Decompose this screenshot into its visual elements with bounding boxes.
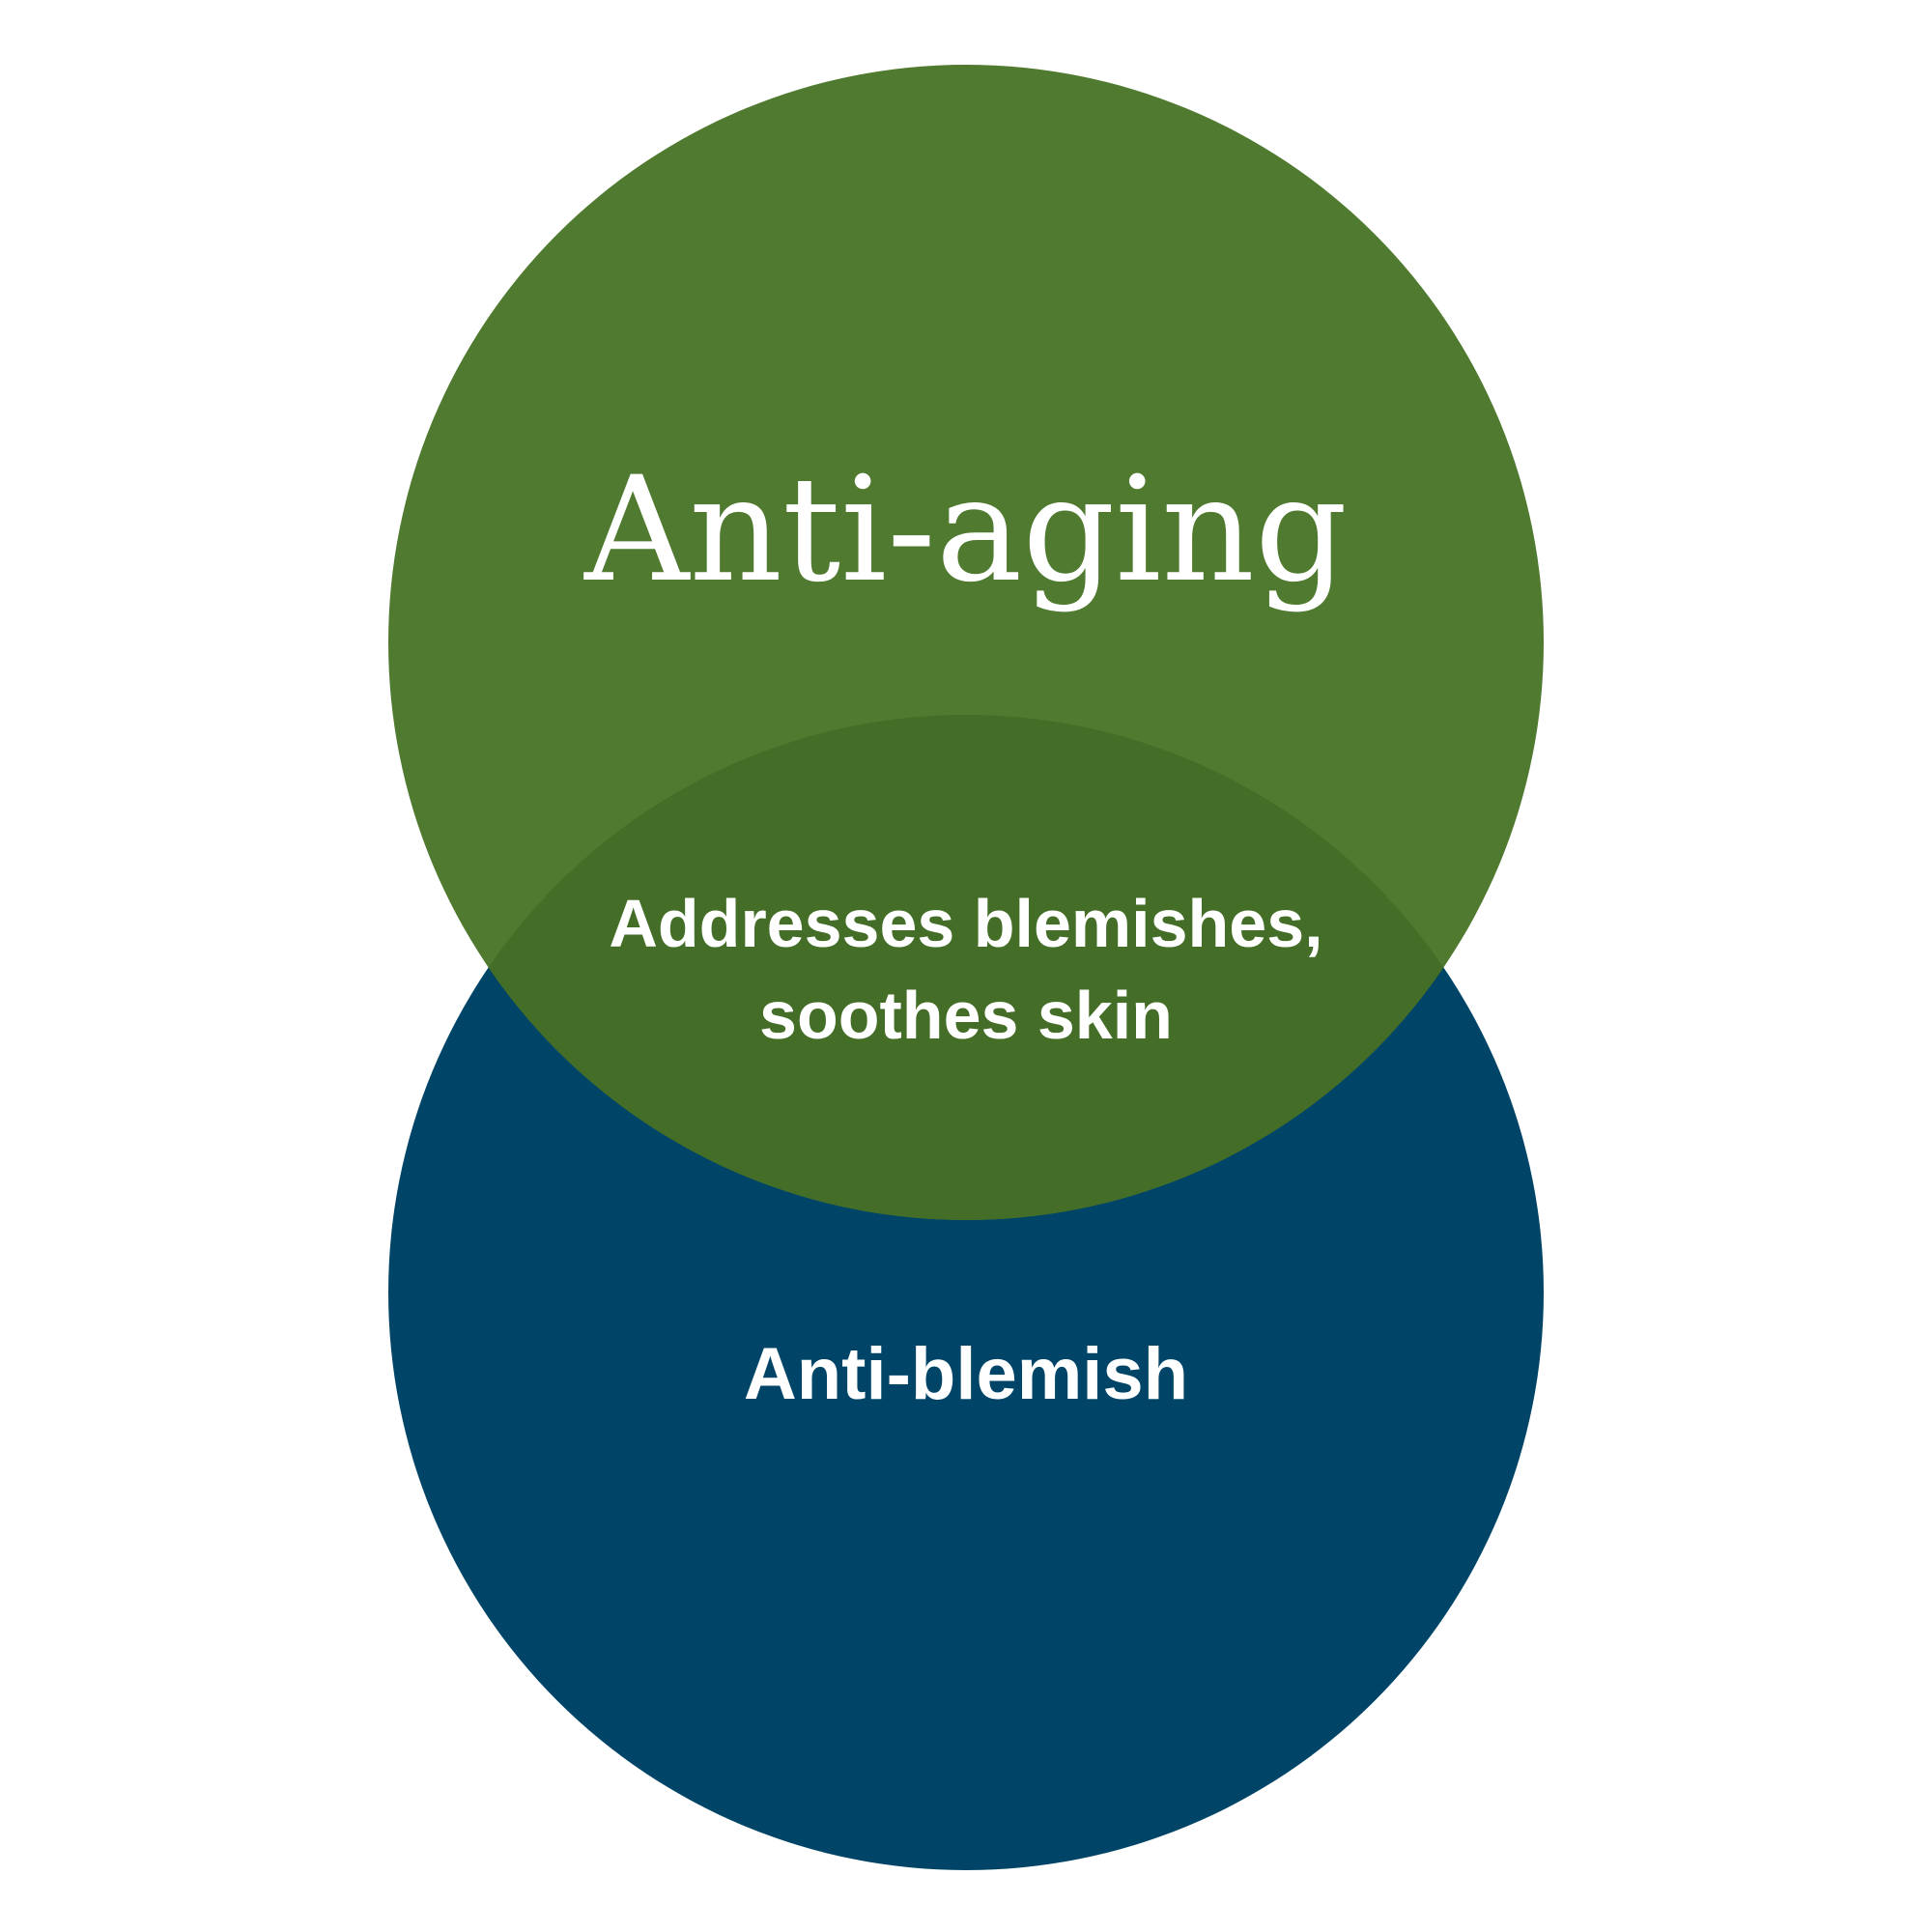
overlap-label-line-1: Addresses blemishes, (609, 886, 1322, 961)
overlap-region (388, 715, 1544, 1220)
anti-blemish-label: Anti-blemish (744, 1333, 1188, 1415)
anti-aging-label: Anti-aging (583, 446, 1348, 614)
overlap-label-line-2: soothes skin (759, 978, 1173, 1053)
